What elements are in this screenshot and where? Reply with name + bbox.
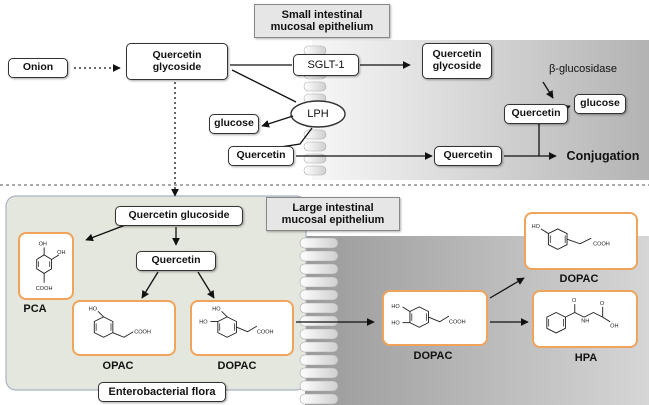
pca-atom-oh-2: OH xyxy=(57,250,65,256)
hpa-atom-o-1: O xyxy=(572,298,577,304)
arrow-lph-to-glucose xyxy=(261,115,294,128)
quercetin-node-1: Quercetin xyxy=(228,146,294,166)
pca-label: PCA xyxy=(23,302,47,315)
opac-structure: HO COOH xyxy=(72,300,176,356)
onion-node: Onion xyxy=(8,58,68,78)
conjugation-label: Conjugation xyxy=(566,149,640,163)
dopac-3-atom-ho: HO xyxy=(532,224,541,230)
dopac-structure-2: HO HO COOH xyxy=(382,290,488,346)
dopac-1-atom-ho-1: HO xyxy=(212,306,221,312)
quercetin-glucoside-node: Quercetin glucoside xyxy=(115,206,243,226)
dopac-structure-3-drawing: HO COOH xyxy=(532,224,610,250)
dopac-2-atom-ho-2: HO xyxy=(391,321,400,327)
enterobacterial-flora-label: Enterobacterial flora xyxy=(98,382,226,402)
dopac-1-atom-cooh: COOH xyxy=(257,330,274,336)
opac-structure-drawing: HO COOH xyxy=(89,306,151,338)
arrow-glucoside-to-pca xyxy=(85,223,129,242)
dopac-structure-2-drawing: HO HO COOH xyxy=(391,304,466,328)
pca-atom-oh-1: OH xyxy=(39,242,47,248)
dopac-2-atom-cooh: COOH xyxy=(449,320,466,326)
quercetin-glycoside-node-2: Quercetin glycoside xyxy=(422,43,492,79)
hpa-atom-oh: OH xyxy=(610,323,618,329)
arrow-dopac-to-dopac-top xyxy=(489,277,525,299)
dopac-label-2: DOPAC xyxy=(413,349,453,362)
hpa-atom-o-2: O xyxy=(600,301,605,307)
opac-label: OPAC xyxy=(102,359,134,372)
quercetin-node-3: Quercetin xyxy=(504,104,568,124)
glucose-node-2: glucose xyxy=(574,94,626,114)
dopac-label-1: DOPAC xyxy=(217,359,257,372)
quercetin-glycoside-node: Quercetin glycoside xyxy=(126,43,228,80)
dopac-structure-1: HO HO COOH xyxy=(190,300,294,356)
hpa-atom-nh: NH xyxy=(581,319,589,325)
dopac-3-atom-cooh: COOH xyxy=(593,242,610,248)
pca-atom-cooh: COOH xyxy=(36,286,53,292)
dopac-structure-1-drawing: HO HO COOH xyxy=(199,306,274,338)
lph-ellipse xyxy=(290,100,346,128)
hpa-structure: O NH OH O xyxy=(532,290,638,348)
hpa-label: HPA xyxy=(574,351,598,364)
arrow-quercetin-to-dopac xyxy=(197,271,215,299)
arrow-glycoside-to-quercetin xyxy=(542,81,554,99)
small-intestine-header: Small intestinal mucosal epithelium xyxy=(254,4,390,38)
quercetin-node-4: Quercetin xyxy=(136,251,216,271)
beta-glucosidase-label: β-glucosidase xyxy=(548,62,618,75)
opac-atom-cooh: COOH xyxy=(134,330,151,336)
glucose-node: glucose xyxy=(209,114,259,134)
line-glycoside-to-lph xyxy=(231,69,297,103)
pca-structure-drawing: OH OH COOH xyxy=(36,242,66,293)
lph-label: LPH xyxy=(307,107,329,120)
opac-atom-ho: HO xyxy=(89,306,98,312)
pca-structure: OH OH COOH xyxy=(18,232,74,300)
large-intestine-header: Large intestinal mucosal epithelium xyxy=(266,197,400,231)
dopac-1-atom-ho-2: HO xyxy=(199,319,208,325)
dopac-structure-3: HO COOH xyxy=(524,212,638,270)
dopac-label-3: DOPAC xyxy=(559,272,599,285)
quercetin-node-2: Quercetin xyxy=(434,146,502,166)
hpa-structure-drawing: O NH OH O xyxy=(546,298,619,334)
sglt1-node: SGLT-1 xyxy=(293,54,359,76)
dopac-2-atom-ho-1: HO xyxy=(391,304,400,310)
arrow-quercetin-to-opac xyxy=(141,271,159,299)
large-intestine-villi xyxy=(299,237,339,405)
